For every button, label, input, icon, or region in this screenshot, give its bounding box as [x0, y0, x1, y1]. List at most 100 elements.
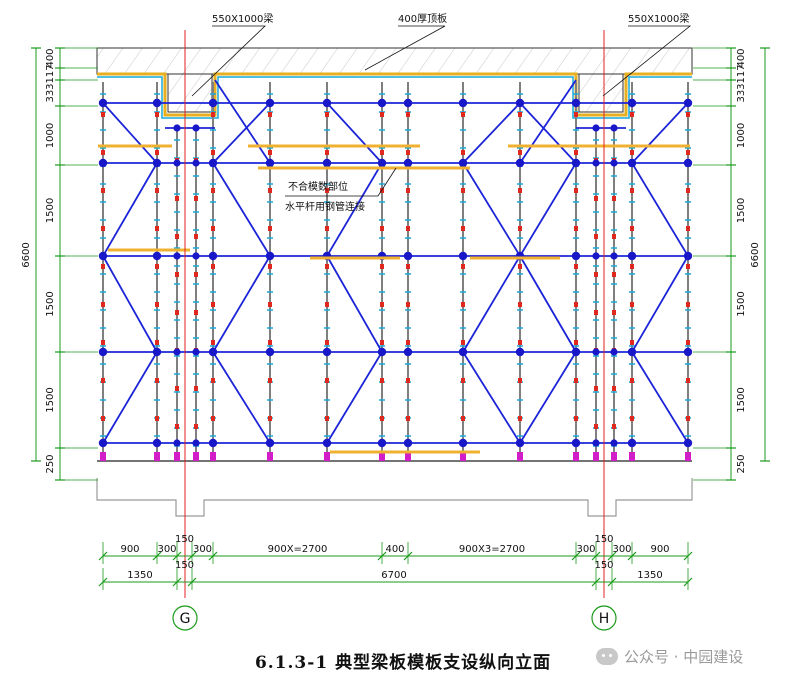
pole-clamp: [461, 416, 465, 421]
left-total-dim-label: 6600: [21, 242, 32, 267]
node-joint: [571, 347, 581, 357]
pole-clamp: [594, 196, 598, 201]
node-joint: [98, 251, 108, 261]
node-joint: [208, 158, 218, 168]
row1-dim-label: 150: [594, 534, 613, 545]
node-joint: [683, 347, 693, 357]
pole-clamp: [406, 226, 410, 231]
pole-clamp: [101, 416, 105, 421]
pole-clamp: [406, 188, 410, 193]
pole-base: [210, 452, 216, 461]
pole-base: [100, 452, 106, 461]
leader-slab: [364, 25, 446, 71]
node-joint: [173, 159, 181, 167]
pole-clamp: [594, 386, 598, 391]
node-joint: [458, 251, 468, 261]
left-dim-label: 117: [45, 64, 56, 83]
node-joint: [683, 158, 693, 168]
node-joint: [683, 251, 693, 261]
pole-clamp: [518, 150, 522, 155]
pole-clamp: [686, 264, 690, 269]
diagonal-brace: [519, 79, 577, 164]
diagonal-brace: [212, 162, 271, 257]
pole-clamp: [574, 416, 578, 421]
axis-h-bubble: [591, 605, 617, 631]
node-joint: [571, 158, 581, 168]
pole-clamp: [612, 386, 616, 391]
node-joint: [322, 438, 332, 448]
node-joint: [208, 438, 218, 448]
pole-base: [593, 452, 599, 461]
pole-base: [611, 452, 617, 461]
pole-clamp: [518, 378, 522, 383]
pole-clamp: [101, 188, 105, 193]
pole-clamp: [380, 264, 384, 269]
slab-label: 400厚顶板: [398, 12, 447, 25]
node-joint: [458, 347, 468, 357]
node-joint: [571, 98, 581, 108]
pole-clamp: [380, 340, 384, 345]
node-joint: [265, 158, 275, 168]
pole-base: [573, 452, 579, 461]
pole-clamp: [612, 424, 616, 429]
pole-clamp: [175, 310, 179, 315]
pole-clamp: [630, 112, 634, 117]
diagonal-brace: [519, 351, 577, 444]
pole-clamp: [574, 378, 578, 383]
pole-clamp: [325, 264, 329, 269]
row1-dim-label: 150: [175, 534, 194, 545]
diagonal-brace: [631, 255, 689, 353]
diagonal-brace: [631, 162, 689, 257]
pole-clamp: [268, 112, 272, 117]
pole-clamp: [380, 416, 384, 421]
pole-base: [174, 452, 180, 461]
node-joint: [403, 98, 413, 108]
pole-clamp: [325, 340, 329, 345]
node-joint: [265, 251, 275, 261]
node-joint: [592, 439, 600, 447]
diagonal-brace: [102, 255, 158, 353]
pole-clamp: [194, 386, 198, 391]
pole-clamp: [211, 378, 215, 383]
left-dim-label: 1000: [45, 123, 56, 148]
row1-dim-label: 900: [120, 544, 139, 555]
left-dim-label: 250: [45, 454, 56, 473]
pole-clamp: [574, 226, 578, 231]
watermark-text: 公众号 · 中园建设: [624, 647, 744, 666]
pole-clamp: [630, 264, 634, 269]
pole-clamp: [194, 424, 198, 429]
pole-base: [517, 452, 523, 461]
pole-clamp: [686, 226, 690, 231]
pole-base: [405, 452, 411, 461]
node-joint: [515, 98, 525, 108]
diagonal-brace: [102, 351, 158, 444]
right-total-dim-label: 6600: [750, 242, 761, 267]
node-joint: [265, 438, 275, 448]
pole-clamp: [461, 226, 465, 231]
pole-clamp: [175, 234, 179, 239]
pole-base: [267, 452, 273, 461]
note-leader: [285, 167, 397, 197]
diagonal-brace: [326, 255, 383, 353]
leader-beam-left: [191, 25, 266, 97]
pole-clamp: [268, 226, 272, 231]
pole-clamp: [612, 310, 616, 315]
pole-clamp: [211, 264, 215, 269]
row2-dim-label: 6700: [381, 570, 406, 581]
node-joint: [265, 347, 275, 357]
pole-clamp: [211, 302, 215, 307]
node-joint: [683, 98, 693, 108]
diagonal-brace: [212, 351, 271, 444]
pole-clamp: [594, 234, 598, 239]
row2-dim-label: 1350: [127, 570, 152, 581]
node-joint: [152, 438, 162, 448]
right-dim-label: 400: [736, 48, 747, 67]
pole-clamp: [461, 188, 465, 193]
right-dim-label: 333: [736, 83, 747, 102]
pole-clamp: [211, 416, 215, 421]
pole-clamp: [380, 112, 384, 117]
left-dim-label: 333: [45, 83, 56, 102]
pole-clamp: [406, 112, 410, 117]
node-joint: [377, 98, 387, 108]
axis-g-bubble: [172, 605, 198, 631]
